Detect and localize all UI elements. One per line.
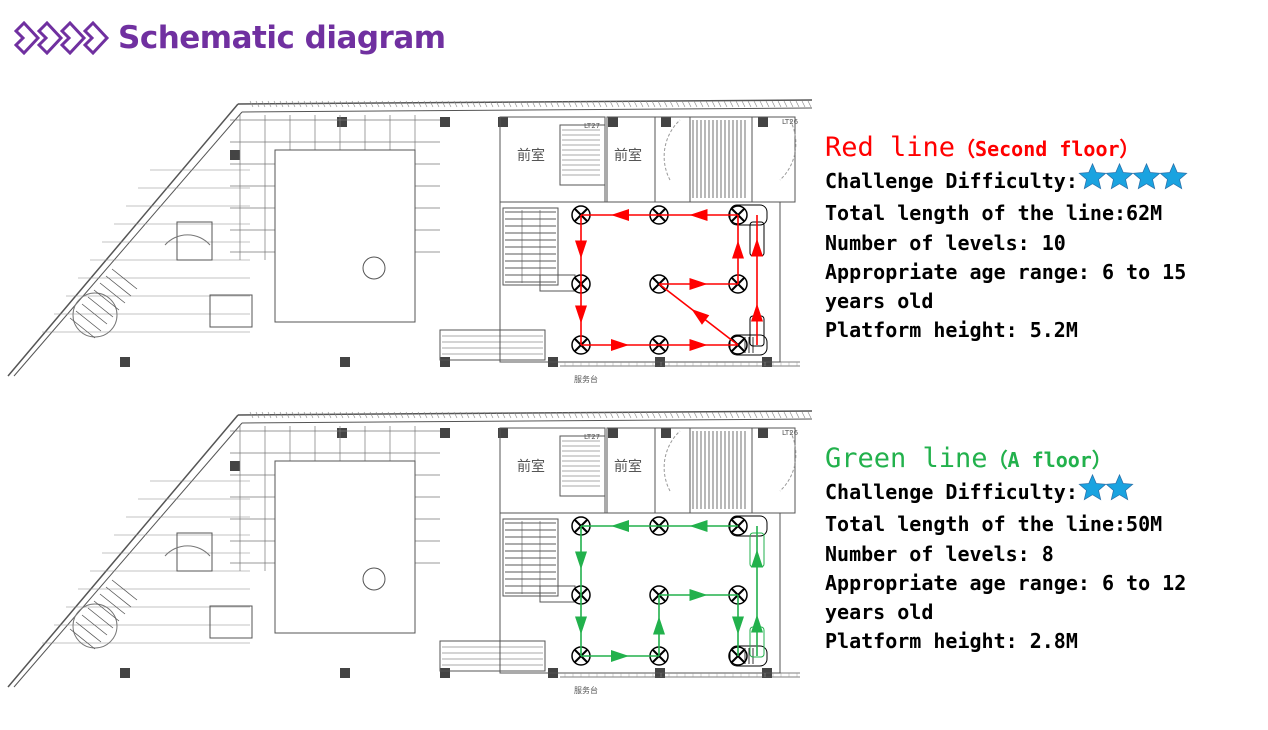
route-arrow (689, 278, 708, 290)
route-name: Green line (825, 443, 988, 474)
star-icon (1078, 473, 1107, 501)
red-line-heading: Red line（Second floor） (825, 131, 1186, 166)
difficulty-row: Challenge Difficulty: (825, 162, 1188, 199)
green-line-info: Green line（A floor） Challenge Difficulty… (825, 442, 1186, 657)
room-label: 前室 (517, 147, 545, 164)
route-arrow (751, 549, 763, 568)
levels-count: Number of levels: 10 (825, 230, 1066, 255)
star-icon (1078, 162, 1107, 190)
route-arrow (611, 650, 629, 662)
difficulty-row: Challenge Difficulty: (825, 473, 1186, 510)
star-icon (1159, 162, 1188, 190)
route-floor: （Second floor） (955, 137, 1140, 161)
route-arrow (691, 308, 710, 325)
room-label: 前室 (614, 458, 642, 475)
room-label: 前室 (614, 147, 642, 164)
route-arrow (575, 240, 587, 259)
route-arrow (689, 520, 708, 532)
route-arrow (689, 589, 708, 601)
route-arrow (575, 305, 587, 324)
stair-tag: LT27 (584, 433, 600, 441)
line-length: Total length of the line:50M (825, 512, 1163, 537)
platform-height: Platform height: 2.8M (825, 629, 1078, 654)
age-range-cont: years old (825, 600, 934, 625)
route-arrow (689, 209, 708, 221)
route-arrow (575, 551, 587, 570)
service-desk-label: 服务台 (574, 685, 598, 695)
floor-plan-green-route: 前室 前室 LT27 LT26 服务台 (7, 410, 813, 695)
route-arrow (751, 303, 763, 322)
difficulty-stars (1078, 473, 1134, 510)
difficulty-label: Challenge Difficulty: (825, 480, 1078, 504)
levels-count: Number of levels: 8 (825, 541, 1054, 566)
green-line-heading: Green line（A floor） (825, 442, 1186, 477)
route-arrow (611, 339, 629, 351)
difficulty-label: Challenge Difficulty: (825, 169, 1078, 193)
star-icon (1105, 162, 1134, 190)
stair-tag: LT27 (584, 122, 600, 130)
slide-title: Schematic diagram (14, 20, 446, 56)
red-line-info: Red line（Second floor） Challenge Difficu… (825, 131, 1188, 346)
star-icon (1132, 162, 1161, 190)
route-arrow (575, 616, 587, 635)
room-label: 前室 (517, 458, 545, 475)
route-arrow (653, 616, 665, 635)
age-range-cont: years old (825, 289, 934, 314)
slide-title-text: Schematic diagram (118, 20, 446, 56)
route-arrow (689, 339, 708, 351)
quad-chevron-icon (14, 21, 110, 55)
line-length: Total length of the line:62M (825, 201, 1163, 226)
route-name: Red line (825, 132, 956, 163)
route-arrow (751, 614, 763, 633)
age-range: Appropriate age range: 6 to 15 (825, 259, 1187, 284)
platform-height: Platform height: 5.2M (825, 318, 1078, 343)
difficulty-stars (1078, 162, 1188, 199)
star-icon (1105, 473, 1134, 501)
route-arrow (751, 238, 763, 257)
route-floor: （A floor） (987, 448, 1112, 472)
route-arrow (611, 209, 629, 221)
stair-tag: LT26 (782, 118, 799, 126)
route-arrow (732, 616, 744, 635)
floor-plan-red-route: 前室 前室 LT27 LT26 服务台 (7, 99, 813, 384)
stair-tag: LT26 (782, 429, 799, 437)
age-range: Appropriate age range: 6 to 12 (825, 570, 1187, 595)
route-arrow (732, 240, 744, 259)
service-desk-label: 服务台 (574, 374, 598, 384)
route-arrow (611, 520, 629, 532)
